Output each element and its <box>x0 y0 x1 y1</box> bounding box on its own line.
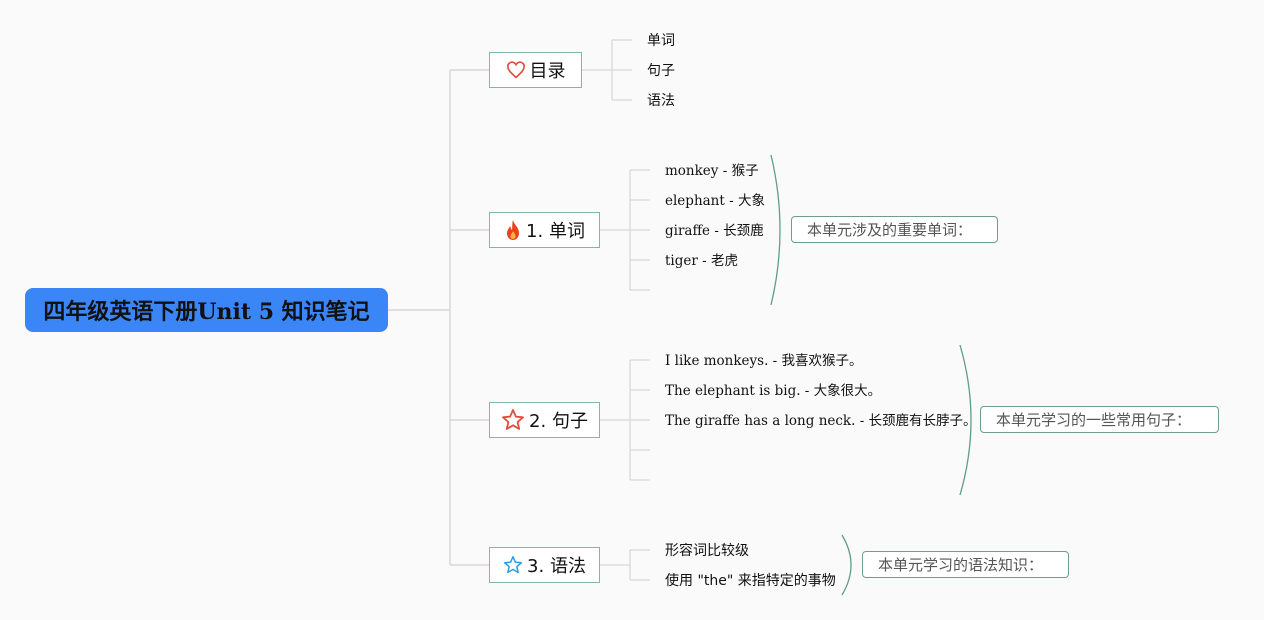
branch-vocab-label: 1. 单词 <box>526 221 585 242</box>
root-title: 四年级英语下册Unit 5 知识笔记 <box>43 299 370 325</box>
grammar-bracket <box>841 534 852 596</box>
toc-item[interactable]: 单词 <box>647 33 675 49</box>
sentences-summary[interactable]: 本单元学习的一些常用句子： <box>980 406 1219 433</box>
branch-toc-label: 目录 <box>529 61 566 82</box>
sentence-item[interactable]: I like monkeys. - 我喜欢猴子。 <box>665 353 863 369</box>
sentence-item[interactable]: The giraffe has a long neck. - 长颈鹿有长脖子。 <box>665 413 977 429</box>
grammar-summary-text: 本单元学习的语法知识： <box>878 556 1044 574</box>
branch-sentences[interactable]: 2. 句子 <box>489 402 600 438</box>
vocab-summary-text: 本单元涉及的重要单词： <box>807 221 973 239</box>
star-blue-icon <box>503 555 523 575</box>
branch-grammar-label: 3. 语法 <box>527 556 586 577</box>
sentences-summary-text: 本单元学习的一些常用句子： <box>996 411 1192 429</box>
star-red-icon <box>501 408 525 432</box>
grammar-summary[interactable]: 本单元学习的语法知识： <box>862 551 1069 578</box>
grammar-item[interactable]: 使用 "the" 来指特定的事物 <box>665 573 836 589</box>
vocab-item[interactable]: tiger - 老虎 <box>665 253 738 269</box>
vocab-item[interactable]: monkey - 猴子 <box>665 163 759 179</box>
fire-icon <box>504 219 522 241</box>
toc-item[interactable]: 语法 <box>647 93 675 109</box>
sentence-bracket <box>959 344 972 496</box>
vocab-bracket <box>770 154 781 306</box>
branch-toc[interactable]: 目录 <box>489 52 582 88</box>
toc-item[interactable]: 句子 <box>647 63 675 79</box>
vocab-item[interactable]: giraffe - 长颈鹿 <box>665 223 764 239</box>
branch-sentences-label: 2. 句子 <box>529 411 588 432</box>
grammar-item[interactable]: 形容词比较级 <box>665 543 749 559</box>
sentence-item[interactable]: The elephant is big. - 大象很大。 <box>665 383 882 399</box>
vocab-summary[interactable]: 本单元涉及的重要单词： <box>791 216 998 243</box>
vocab-item[interactable]: elephant - 大象 <box>665 193 765 209</box>
root-topic[interactable]: 四年级英语下册Unit 5 知识笔记 <box>25 288 388 332</box>
heart-icon <box>506 61 526 79</box>
branch-grammar[interactable]: 3. 语法 <box>489 547 600 583</box>
branch-vocab[interactable]: 1. 单词 <box>489 212 600 248</box>
